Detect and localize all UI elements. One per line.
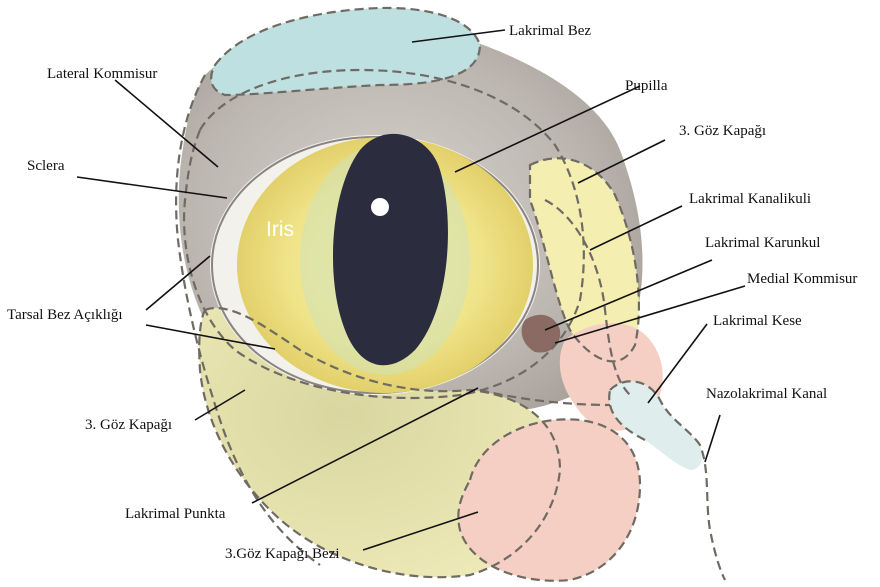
iris-label: Iris xyxy=(266,218,294,241)
label-tarsal-bez: Tarsal Bez Açıklığı xyxy=(7,307,123,323)
label-goz-kapagi-lower: 3. Göz Kapağı xyxy=(85,417,172,433)
label-lakrimal-bez: Lakrimal Bez xyxy=(509,23,591,39)
label-goz-kapagi-bezi: 3.Göz Kapağı Bezi xyxy=(225,546,340,562)
label-pupilla: Pupilla xyxy=(625,78,668,94)
label-lakrimal-karunkul: Lakrimal Karunkul xyxy=(705,235,820,251)
label-nazolakrimal-kanal: Nazolakrimal Kanal xyxy=(706,386,827,402)
label-sclera: Sclera xyxy=(27,158,65,174)
pupil-highlight xyxy=(371,198,389,216)
leader-nazolakrimal-kanal xyxy=(705,415,720,462)
label-lakrimal-kanalikuli: Lakrimal Kanalikuli xyxy=(689,191,811,207)
label-goz-kapagi-upper: 3. Göz Kapağı xyxy=(679,123,766,139)
label-lakrimal-punkta: Lakrimal Punkta xyxy=(125,506,226,522)
label-medial-kommisur: Medial Kommisur xyxy=(747,271,857,287)
label-lakrimal-kese: Lakrimal Kese xyxy=(713,313,802,329)
label-lateral-kommisur: Lateral Kommisur xyxy=(47,66,157,82)
